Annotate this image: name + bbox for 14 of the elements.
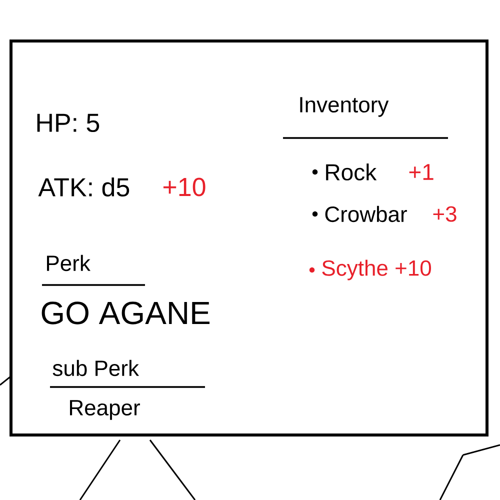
- stat-text: ATK: d5: [38, 177, 130, 197]
- heading-text: sub Perk: [52, 360, 140, 376]
- bonus-text: +3: [433, 206, 456, 222]
- heading-text: Perk: [47, 254, 90, 272]
- stat-text: HP: 5: [37, 114, 100, 132]
- heading-text: Inventory: [300, 97, 389, 117]
- perk-text: GO AGANE: [42, 302, 210, 324]
- item-text: Scythe +10: [322, 260, 431, 280]
- bonus-text: +1: [409, 164, 434, 180]
- perk-text: Reaper: [70, 400, 140, 420]
- sign-board: [10, 40, 488, 436]
- item-text: Crowbar: [325, 206, 407, 222]
- bonus-text: +10: [163, 178, 206, 196]
- item-text: Rock: [326, 164, 377, 180]
